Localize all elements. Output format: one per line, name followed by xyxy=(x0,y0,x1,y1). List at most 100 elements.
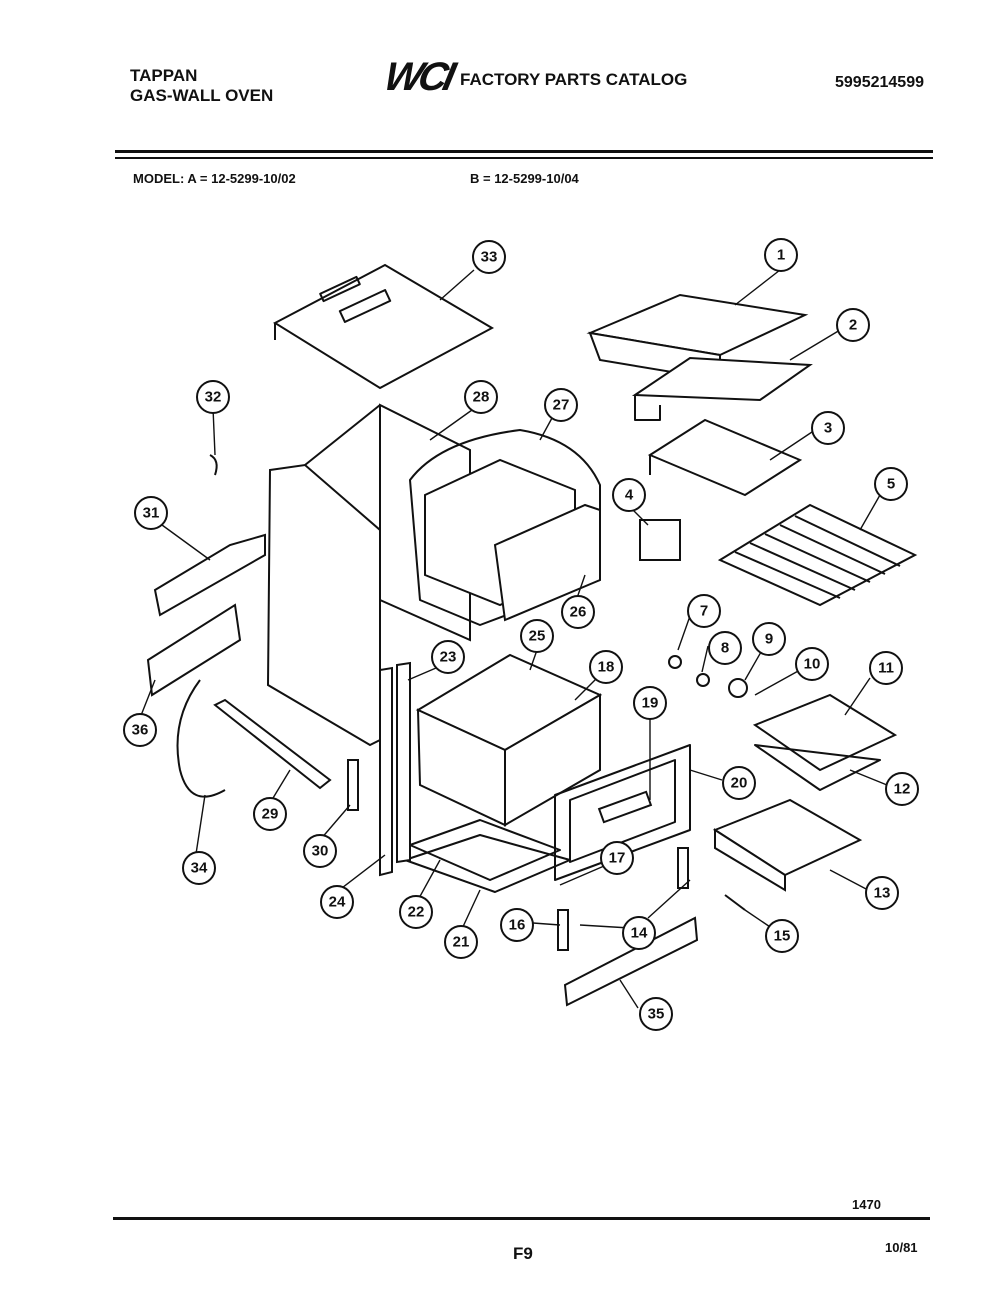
svg-text:32: 32 xyxy=(205,389,222,406)
callout-19[interactable]: 19 xyxy=(633,686,667,720)
svg-text:11: 11 xyxy=(878,660,894,677)
date-code: 10/81 xyxy=(885,1240,918,1255)
callout-10[interactable]: 10 xyxy=(795,647,829,681)
part-pin-15 xyxy=(724,894,746,911)
svg-text:9: 9 xyxy=(765,631,773,648)
callout-2[interactable]: 2 xyxy=(836,308,870,342)
svg-text:2: 2 xyxy=(849,317,857,334)
svg-text:35: 35 xyxy=(648,1006,665,1023)
svg-text:24: 24 xyxy=(329,894,346,911)
part-knob-9 xyxy=(728,678,748,698)
part-frame-22 xyxy=(409,819,561,881)
part-vent-bracket xyxy=(631,356,813,421)
callout-3[interactable]: 3 xyxy=(811,411,845,445)
callout-12[interactable]: 12 xyxy=(885,772,919,806)
svg-text:10: 10 xyxy=(804,656,821,673)
catalog-title: FACTORY PARTS CATALOG xyxy=(460,70,688,89)
svg-text:8: 8 xyxy=(721,640,729,657)
callout-35[interactable]: 35 xyxy=(639,997,673,1031)
svg-text:30: 30 xyxy=(312,843,329,860)
part-strip-24 xyxy=(379,666,393,877)
svg-text:26: 26 xyxy=(570,604,587,621)
brand-line-2: GAS-WALL OVEN xyxy=(130,86,274,105)
callout-20[interactable]: 20 xyxy=(722,766,756,800)
callout-1[interactable]: 1 xyxy=(764,238,798,272)
callout-33[interactable]: 33 xyxy=(472,240,506,274)
svg-text:21: 21 xyxy=(453,934,470,951)
svg-text:23: 23 xyxy=(440,649,457,666)
svg-text:15: 15 xyxy=(774,928,791,945)
callout-29[interactable]: 29 xyxy=(253,797,287,831)
callout-5[interactable]: 5 xyxy=(874,467,908,501)
part-oven-rack xyxy=(717,503,918,607)
svg-text:31: 31 xyxy=(143,505,160,522)
brand-title: TAPPAN GAS-WALL OVEN xyxy=(130,66,273,106)
part-clip-30 xyxy=(347,759,359,811)
svg-text:7: 7 xyxy=(700,603,708,620)
part-screw-8 xyxy=(696,673,710,687)
callout-31[interactable]: 31 xyxy=(134,496,168,530)
callout-36[interactable]: 36 xyxy=(123,713,157,747)
callout-14[interactable]: 14 xyxy=(622,916,656,950)
part-strip-23 xyxy=(396,661,411,864)
svg-text:28: 28 xyxy=(473,389,490,406)
svg-text:12: 12 xyxy=(894,781,911,798)
model-b-label: B = 12-5299-10/04 xyxy=(470,171,579,186)
svg-text:16: 16 xyxy=(509,917,526,934)
callout-32[interactable]: 32 xyxy=(196,380,230,414)
part-door-frame xyxy=(554,744,691,881)
callout-15[interactable]: 15 xyxy=(765,919,799,953)
part-top-panel xyxy=(272,263,495,390)
part-broiler-pan-11 xyxy=(752,693,898,772)
svg-text:29: 29 xyxy=(262,806,279,823)
callout-13[interactable]: 13 xyxy=(865,876,899,910)
svg-text:3: 3 xyxy=(824,420,832,437)
figure-code: 1470 xyxy=(852,1197,881,1212)
callout-17[interactable]: 17 xyxy=(600,841,634,875)
callout-22[interactable]: 22 xyxy=(399,895,433,929)
page-code: F9 xyxy=(513,1244,533,1263)
leader-lines xyxy=(139,269,888,1009)
callout-21[interactable]: 21 xyxy=(444,925,478,959)
callout-18[interactable]: 18 xyxy=(589,650,623,684)
part-hinge-16b xyxy=(677,847,689,889)
part-broiler-pan-12 xyxy=(754,744,881,791)
header-rule-bottom xyxy=(115,157,933,159)
callout-30[interactable]: 30 xyxy=(303,834,337,868)
part-screw-7 xyxy=(668,655,682,669)
svg-text:17: 17 xyxy=(609,850,626,867)
callout-28[interactable]: 28 xyxy=(464,380,498,414)
callout-16[interactable]: 16 xyxy=(500,908,534,942)
callout-8[interactable]: 8 xyxy=(708,631,742,665)
callout-27[interactable]: 27 xyxy=(544,388,578,422)
svg-text:20: 20 xyxy=(731,775,748,792)
part-broiler-box xyxy=(415,653,603,827)
part-plate-36 xyxy=(146,603,242,697)
callout-9[interactable]: 9 xyxy=(752,622,786,656)
callout-34[interactable]: 34 xyxy=(182,851,216,885)
svg-text:5: 5 xyxy=(887,476,895,493)
svg-text:27: 27 xyxy=(553,397,570,414)
part-clip-32 xyxy=(209,454,218,476)
callout-25[interactable]: 25 xyxy=(520,619,554,653)
part-drawer-13 xyxy=(712,798,863,892)
svg-text:36: 36 xyxy=(132,722,149,739)
part-hinge-16a xyxy=(557,909,569,951)
callout-7[interactable]: 7 xyxy=(687,594,721,628)
callout-23[interactable]: 23 xyxy=(431,640,465,674)
svg-text:19: 19 xyxy=(642,695,659,712)
part-vent-plate xyxy=(647,418,803,497)
callout-26[interactable]: 26 xyxy=(561,595,595,629)
callout-11[interactable]: 11 xyxy=(869,651,903,685)
svg-text:18: 18 xyxy=(598,659,615,676)
footer-rule xyxy=(113,1217,930,1220)
callout-24[interactable]: 24 xyxy=(320,885,354,919)
svg-text:34: 34 xyxy=(191,860,208,877)
svg-text:1: 1 xyxy=(777,247,785,264)
svg-text:4: 4 xyxy=(625,487,634,504)
svg-text:13: 13 xyxy=(874,885,891,902)
svg-text:14: 14 xyxy=(631,925,648,942)
model-a-label: MODEL: A = 12-5299-10/02 xyxy=(133,171,296,186)
callout-4[interactable]: 4 xyxy=(612,478,646,512)
